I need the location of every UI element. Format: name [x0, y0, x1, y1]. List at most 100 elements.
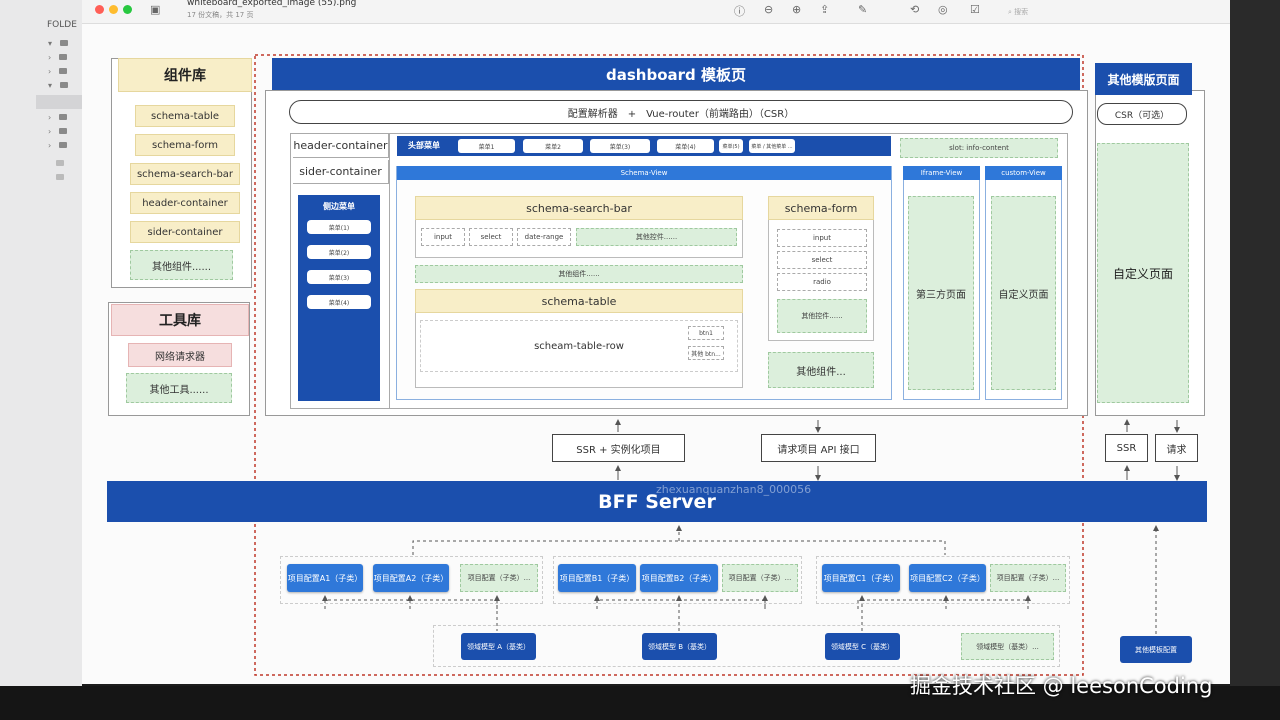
domain-models-frame [433, 625, 1060, 667]
top-menu-item[interactable]: 菜单(5) [719, 139, 743, 153]
group-b-frame [553, 556, 802, 604]
tool-lib-title: 工具库 [111, 304, 249, 336]
dashboard-title: dashboard 模板页 [272, 58, 1080, 90]
group-c-frame [816, 556, 1070, 604]
iframe-view-label: Iframe-View [903, 166, 980, 180]
ssr-scope-border [254, 54, 1084, 676]
window-subtitle: 17 份文稿，共 17 页 [187, 11, 254, 19]
component-item: schema-search-bar [130, 163, 240, 185]
bff-server-bar: BFF Server [107, 481, 1207, 522]
header-container-label: header-container [293, 134, 389, 158]
side-menu-item[interactable]: 菜单(2) [307, 245, 371, 259]
table-btn: 其他 btn... [688, 346, 724, 360]
bff-group-connector [412, 540, 946, 555]
screen-border-right [1230, 0, 1280, 720]
schema-view-label: Schema-View [397, 166, 891, 180]
domain-model: 领域模型（基类）... [961, 633, 1054, 660]
search-placeholder: 搜索 [1014, 8, 1029, 16]
folder-icon [59, 54, 68, 60]
search-bar-title: schema-search-bar [415, 196, 743, 220]
window-title: whiteboard_exported_image (55).png [187, 0, 357, 8]
file-icon [56, 174, 64, 180]
other-components-box: 其他组件... [768, 352, 874, 388]
folder-icon [59, 68, 68, 74]
rotate-icon[interactable]: ⟲ [910, 3, 920, 16]
project-config: 项目配置B2（子类） [640, 564, 718, 592]
folder-row[interactable]: › [48, 140, 78, 150]
info-icon[interactable]: ⓘ [734, 5, 745, 18]
share-icon[interactable]: ⇪ [820, 3, 830, 16]
tool-item: 其他工具...... [126, 373, 232, 403]
project-config: 项目配置（子类）... [722, 564, 798, 592]
side-menu-label: 侧边菜单 [323, 201, 355, 211]
annotate-icon[interactable]: ☑ [970, 3, 980, 16]
side-menu-item[interactable]: 菜单(1) [307, 220, 371, 234]
folder-row[interactable]: › [48, 112, 78, 122]
watermark: 掘金技术社区 @ leesonCoding [910, 674, 1213, 698]
search-control: select [469, 228, 513, 246]
project-config: 项目配置A2（子类） [373, 564, 449, 592]
config-bar: 配置解析器 + Vue-router（前端路由）（CSR） [289, 100, 1073, 124]
divider [389, 134, 390, 408]
top-menu-item[interactable]: 菜单(4) [657, 139, 714, 153]
folder-row[interactable]: › [48, 66, 78, 76]
file-row[interactable] [48, 158, 78, 168]
bff-watermark: zhexuanquanzhan8_000056 [656, 483, 812, 496]
custom-content: 自定义页面 [991, 196, 1056, 390]
schema-table-title: schema-table [415, 289, 743, 313]
schema-form-title: schema-form [768, 196, 874, 220]
sider-container-label: sider-container [293, 160, 389, 184]
zoom-in-icon[interactable]: ⊕ [792, 3, 802, 16]
ssr-box: SSR [1105, 434, 1148, 462]
table-row: scheam-table-row [420, 320, 738, 372]
screen-border-bottom [0, 686, 1280, 720]
zoom-button[interactable] [123, 5, 132, 14]
side-menu-item[interactable]: 菜单(3) [307, 270, 371, 284]
other-template-config: 其他模板配置 [1120, 636, 1192, 663]
layout-frame [290, 133, 1068, 409]
table-btn: btn1 [688, 326, 724, 340]
csr-optional: CSR（可选） [1097, 103, 1187, 125]
other-template-title: 其他模版页面 [1095, 63, 1192, 95]
selected-row[interactable] [36, 95, 82, 109]
group-a-frame [280, 556, 543, 604]
markup-icon[interactable]: ✎ [858, 3, 868, 16]
folder-row[interactable]: ▾ [48, 80, 78, 90]
side-menu-item[interactable]: 菜单(4) [307, 295, 371, 309]
component-item: schema-table [135, 105, 235, 127]
highlight-icon[interactable]: ◎ [938, 3, 948, 16]
component-lib-title: 组件库 [118, 58, 252, 92]
zoom-out-icon[interactable]: ⊖ [764, 3, 774, 16]
project-config: 项目配置（子类）... [990, 564, 1066, 592]
folder-label: FOLDE [47, 20, 77, 30]
form-control: 其他控件...... [777, 299, 867, 333]
minimize-button[interactable] [109, 5, 118, 14]
folder-row[interactable]: › [48, 126, 78, 136]
search-field[interactable]: ⌕ 搜索 [1008, 8, 1029, 16]
top-menu-item[interactable]: 菜单1 [458, 139, 515, 153]
finder-sidebar [0, 0, 82, 690]
search-control: input [421, 228, 465, 246]
custom-view-label: custom-View [985, 166, 1062, 180]
form-control: select [777, 251, 867, 269]
top-menu-label: 头部菜单 [408, 141, 440, 150]
folder-row[interactable]: › [48, 52, 78, 62]
domain-model: 领域模型 A（基类） [461, 633, 536, 660]
top-menu-item[interactable]: 菜单 / 其他菜单 ... [749, 139, 795, 153]
domain-model: 领域模型 C（基类） [825, 633, 900, 660]
project-config: 项目配置C1（子类） [822, 564, 900, 592]
folder-icon [60, 40, 69, 46]
folder-icon [59, 142, 68, 148]
project-config: 项目配置A1（子类） [287, 564, 363, 592]
top-menu-item[interactable]: 菜单2 [523, 139, 583, 153]
folder-icon [59, 128, 68, 134]
form-control: input [777, 229, 867, 247]
file-row[interactable] [48, 172, 78, 182]
sidebar-toggle-icon[interactable]: ▣ [150, 3, 161, 16]
top-menu-item[interactable]: 菜单(3) [590, 139, 650, 153]
slot-info-content: slot: info-content [900, 138, 1058, 158]
folder-row[interactable]: ▾ [48, 38, 78, 48]
file-icon [56, 160, 64, 166]
tool-item: 网络请求器 [128, 343, 232, 367]
close-button[interactable] [95, 5, 104, 14]
